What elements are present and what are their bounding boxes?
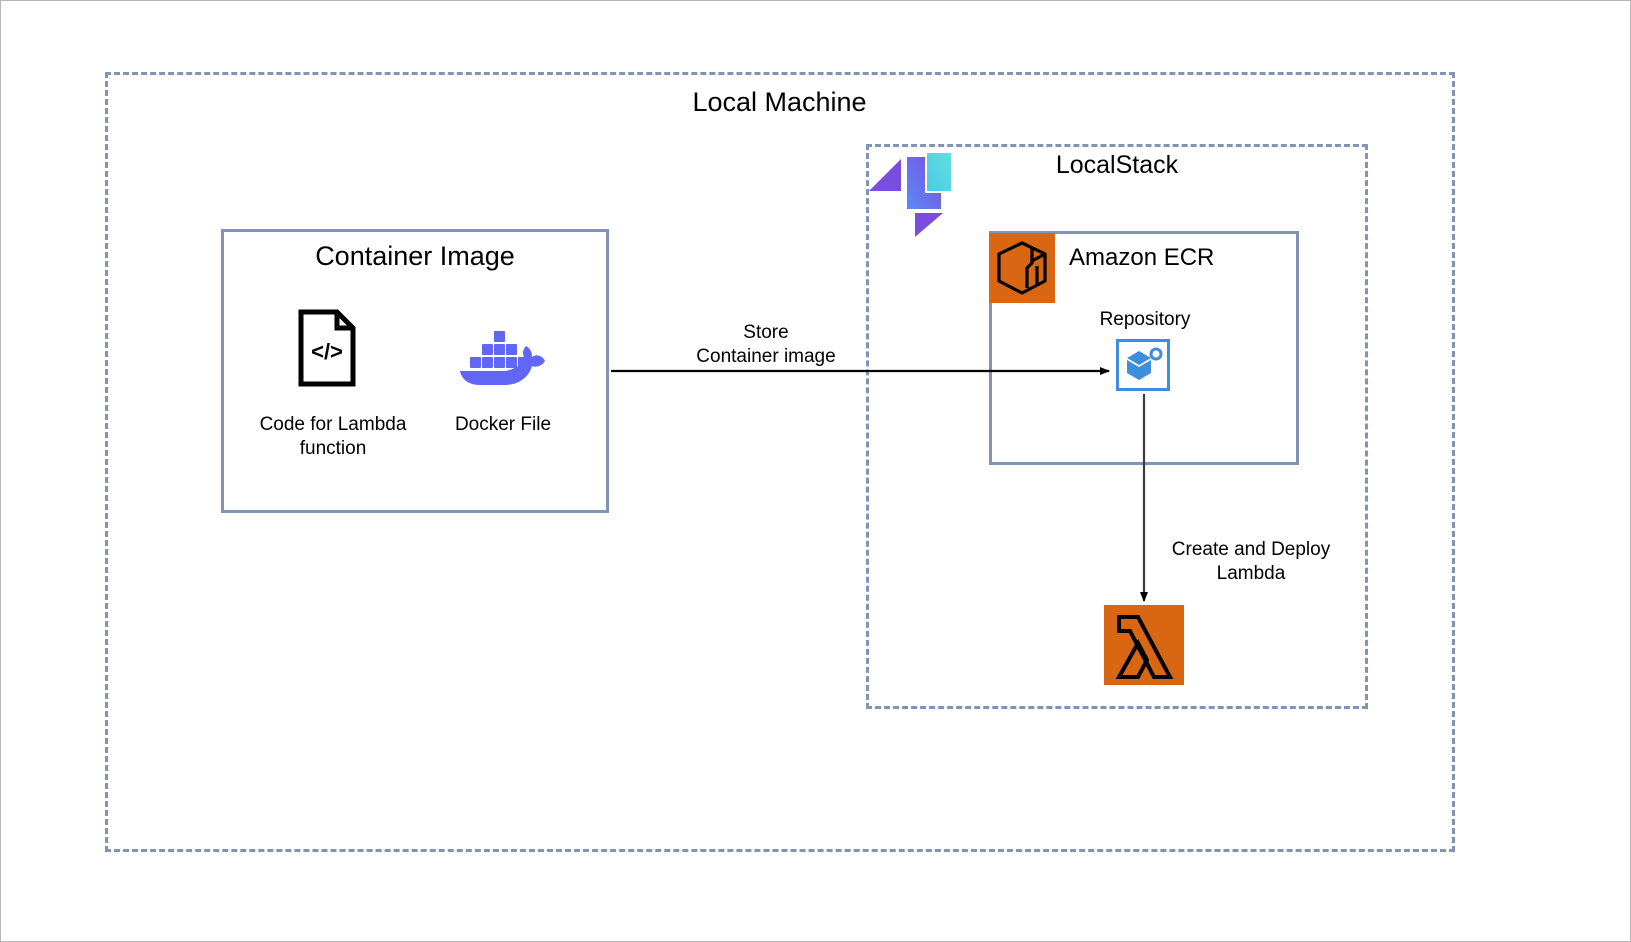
localstack-logo bbox=[869, 153, 951, 237]
create-deploy-lambda-label: Create and Deploy Lambda bbox=[1153, 538, 1349, 586]
container-image-title: Container Image bbox=[315, 241, 515, 271]
deploy-label-line-1: Create and Deploy bbox=[1171, 539, 1331, 560]
deploy-label-line-2: Lambda bbox=[1216, 562, 1286, 584]
svg-text:</>: </> bbox=[311, 339, 343, 364]
code-file-icon: </> bbox=[298, 309, 356, 387]
local-machine-container bbox=[105, 72, 1455, 852]
local-machine-title: Local Machine bbox=[692, 87, 867, 117]
repository-label: Repository bbox=[1099, 309, 1191, 330]
ecr-cube-icon bbox=[989, 233, 1055, 303]
aws-lambda-icon bbox=[1104, 605, 1184, 685]
container-image-box bbox=[221, 229, 609, 513]
localstack-title: LocalStack bbox=[1055, 151, 1179, 179]
docker-file-label: Docker File bbox=[454, 414, 552, 435]
store-label-line-1: Store bbox=[743, 322, 789, 343]
store-label-line-2: Container image bbox=[696, 345, 836, 367]
amazon-ecr-title: Amazon ECR bbox=[1069, 244, 1215, 271]
code-for-lambda-label: Code for Lambda function bbox=[259, 414, 407, 459]
docker-whale-icon bbox=[460, 331, 545, 385]
localstack-container bbox=[866, 144, 1368, 709]
store-container-image-label: Store Container image bbox=[611, 321, 921, 369]
repository-cube-icon bbox=[1116, 339, 1170, 391]
